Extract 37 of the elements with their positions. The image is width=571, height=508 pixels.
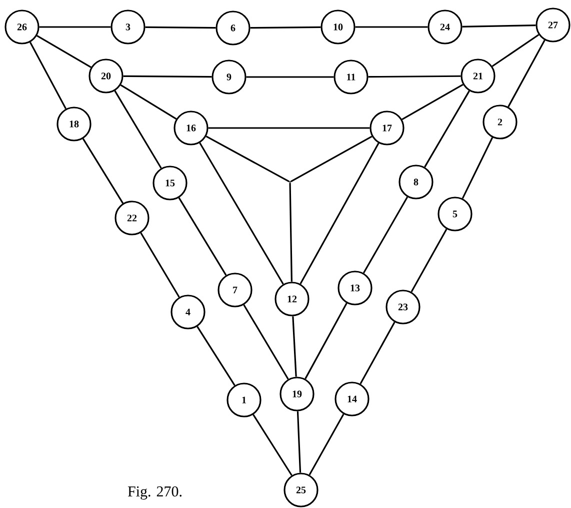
- connecting-line: [36, 35, 92, 68]
- connecting-line: [492, 34, 540, 67]
- connecting-line: [308, 414, 344, 476]
- connecting-line: [120, 84, 177, 120]
- connecting-line: [410, 228, 448, 292]
- connecting-line: [114, 90, 162, 169]
- connecting-line: [208, 127, 370, 129]
- connecting-line: [196, 326, 236, 386]
- connecting-line: [368, 75, 461, 78]
- connecting-line: [300, 142, 380, 284]
- connecting-line: [243, 304, 289, 380]
- connecting-line: [304, 302, 348, 380]
- connecting-line: [360, 322, 396, 384]
- connecting-line: [292, 316, 297, 377]
- connecting-line: [206, 136, 290, 182]
- connecting-line: [402, 84, 464, 120]
- connecting-line: [290, 136, 372, 182]
- connecting-line: [246, 76, 334, 78]
- connecting-line: [424, 90, 470, 168]
- connecting-line: [123, 75, 212, 78]
- connecting-line: [199, 142, 284, 284]
- connecting-line: [296, 411, 302, 473]
- connecting-line: [462, 137, 494, 199]
- connecting-line: [140, 232, 180, 298]
- connecting-line: [39, 26, 111, 28]
- connecting-line: [252, 414, 292, 476]
- connecting-line: [82, 138, 124, 204]
- connecting-line: [508, 40, 546, 108]
- connecting-line: [362, 196, 408, 274]
- connecting-line: [178, 197, 227, 276]
- connecting-line: [462, 24, 536, 28]
- connecting-line: [145, 26, 216, 29]
- figure-caption: Fig. 270.: [128, 486, 182, 500]
- connecting-line: [250, 26, 321, 29]
- connecting-line: [289, 182, 292, 282]
- connecting-line: [29, 42, 67, 110]
- connecting-line: [355, 26, 428, 28]
